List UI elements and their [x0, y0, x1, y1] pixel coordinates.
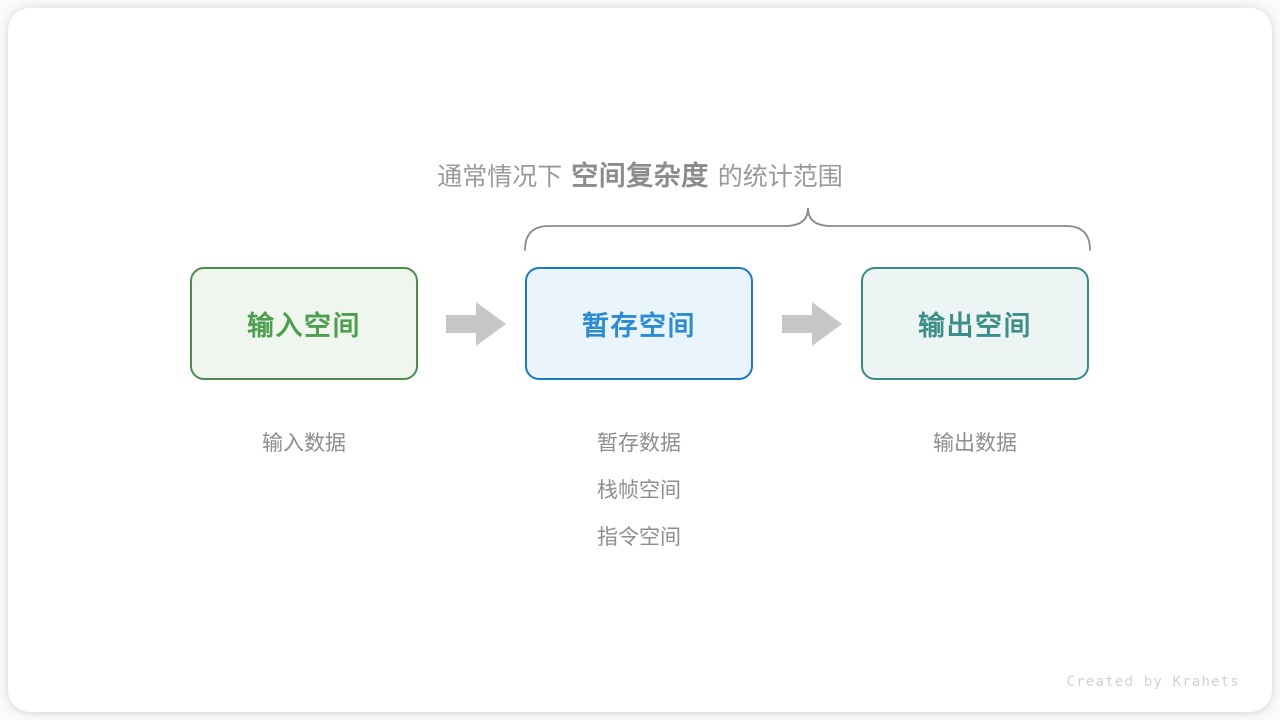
box-output-space-label: 输出空间 — [918, 311, 1032, 341]
scope-title-suffix: 的统计范围 — [717, 163, 843, 191]
scope-title-emphasis: 空间复杂度 — [571, 161, 709, 191]
box-input-space[interactable]: 输入空间 — [190, 267, 418, 380]
caption-line: 暂存数据 — [597, 432, 681, 455]
box-output-space[interactable]: 输出空间 — [861, 267, 1089, 380]
caption-temp-space: 暂存数据 栈帧空间 指令空间 — [525, 420, 753, 561]
scope-brace — [524, 207, 1091, 251]
diagram-card: 通常情况下空间复杂度的统计范围 输入空间 暂存空间 输出空间 输入数据 暂存数据 — [8, 8, 1272, 712]
caption-line: 栈帧空间 — [597, 479, 681, 502]
scope-title: 通常情况下空间复杂度的统计范围 — [8, 156, 1272, 197]
box-input-space-label: 输入空间 — [247, 311, 361, 341]
caption-line: 指令空间 — [597, 526, 681, 549]
box-temp-space[interactable]: 暂存空间 — [525, 267, 753, 380]
caption-line: 输入数据 — [262, 432, 346, 455]
caption-output-space: 输出数据 — [861, 420, 1089, 467]
right-arrow-icon — [446, 302, 506, 346]
box-temp-space-label: 暂存空间 — [582, 311, 696, 341]
credit-text: Created by Krahets — [1066, 674, 1240, 690]
caption-line: 输出数据 — [933, 432, 1017, 455]
scope-title-prefix: 通常情况下 — [437, 163, 563, 191]
caption-input-space: 输入数据 — [190, 420, 418, 467]
right-arrow-icon — [782, 302, 842, 346]
